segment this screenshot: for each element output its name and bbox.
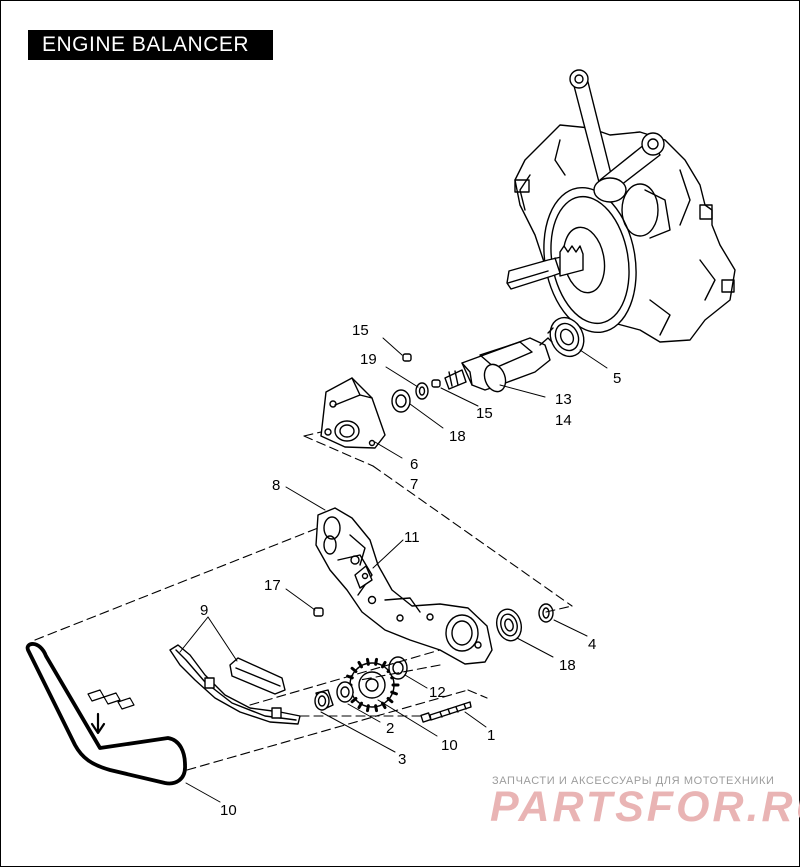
sprocket-tooth: [374, 704, 379, 713]
bearing-5: [547, 316, 585, 358]
sprocket-tooth: [374, 657, 379, 666]
sprocket-tooth: [386, 696, 394, 704]
sprocket-tooth: [350, 666, 358, 674]
balance-shaft: [444, 337, 553, 393]
callout-5: 5: [613, 370, 621, 387]
pin-15-upper: [402, 353, 412, 362]
callout-15-upper: 15: [352, 322, 369, 339]
sprocket-tooth: [381, 701, 387, 710]
pin-16: [313, 607, 324, 617]
title-box: ENGINE BALANCER: [28, 30, 273, 60]
sprocket-tooth: [357, 660, 363, 669]
callout-12: 12: [429, 684, 446, 701]
callout-6: 6: [410, 456, 418, 473]
sprocket-tooth: [350, 696, 358, 704]
chain-guides-9: [169, 644, 301, 725]
bearing-17: [495, 608, 523, 642]
washer-19: [415, 382, 429, 400]
watermark-caption: ЗАПЧАСТИ И АКСЕССУАРЫ ДЛЯ МОТОТЕХНИКИ: [492, 775, 775, 787]
callout-14: 14: [555, 412, 572, 429]
sprocket-tooth: [365, 704, 370, 713]
callout-10-chain: 10: [220, 802, 237, 819]
callout-10-sprocket: 10: [441, 737, 458, 754]
diagram-title: ENGINE BALANCER: [42, 33, 250, 56]
callout-19: 19: [360, 351, 377, 368]
callout-4: 4: [588, 636, 596, 653]
callout-8: 8: [272, 477, 280, 494]
sprocket-tooth: [381, 660, 387, 669]
callout-7: 7: [410, 476, 418, 493]
callout-9: 9: [200, 602, 208, 619]
leader-lines: [179, 337, 608, 803]
washer-2: [336, 681, 354, 703]
sprocket-tooth: [365, 657, 370, 666]
crankcase-assembly: [506, 69, 736, 343]
callout-13: 13: [555, 391, 572, 408]
bushing-3: [314, 689, 334, 711]
callout-3: 3: [398, 751, 406, 768]
watermark-logo: PARTSFOR.RU: [490, 783, 800, 831]
callout-1: 1: [487, 727, 495, 744]
sprocket-tooth: [357, 701, 363, 710]
balancer-bracket: [315, 507, 493, 665]
bearing-18: [391, 389, 411, 413]
callout-11: 11: [404, 529, 420, 546]
bolt-1: [420, 701, 472, 723]
sprocket-tooth: [390, 690, 398, 696]
washer-4: [538, 603, 554, 623]
alignment-lines: [34, 431, 573, 771]
callout-labels: 15 19 18 15 13 14 5 6 7 8 11 17 9 4 18 1…: [200, 322, 621, 819]
tensioner-11: [354, 565, 373, 589]
callout-18: 18: [449, 428, 466, 445]
callout-17: 18: [559, 657, 576, 674]
pin-15-lower: [431, 379, 441, 388]
balancer-chain-10: [25, 642, 187, 786]
callout-16: 17: [264, 577, 281, 594]
callout-2: 2: [386, 720, 394, 737]
bearing-housing: [320, 377, 386, 449]
callout-15-lower: 15: [476, 405, 493, 422]
